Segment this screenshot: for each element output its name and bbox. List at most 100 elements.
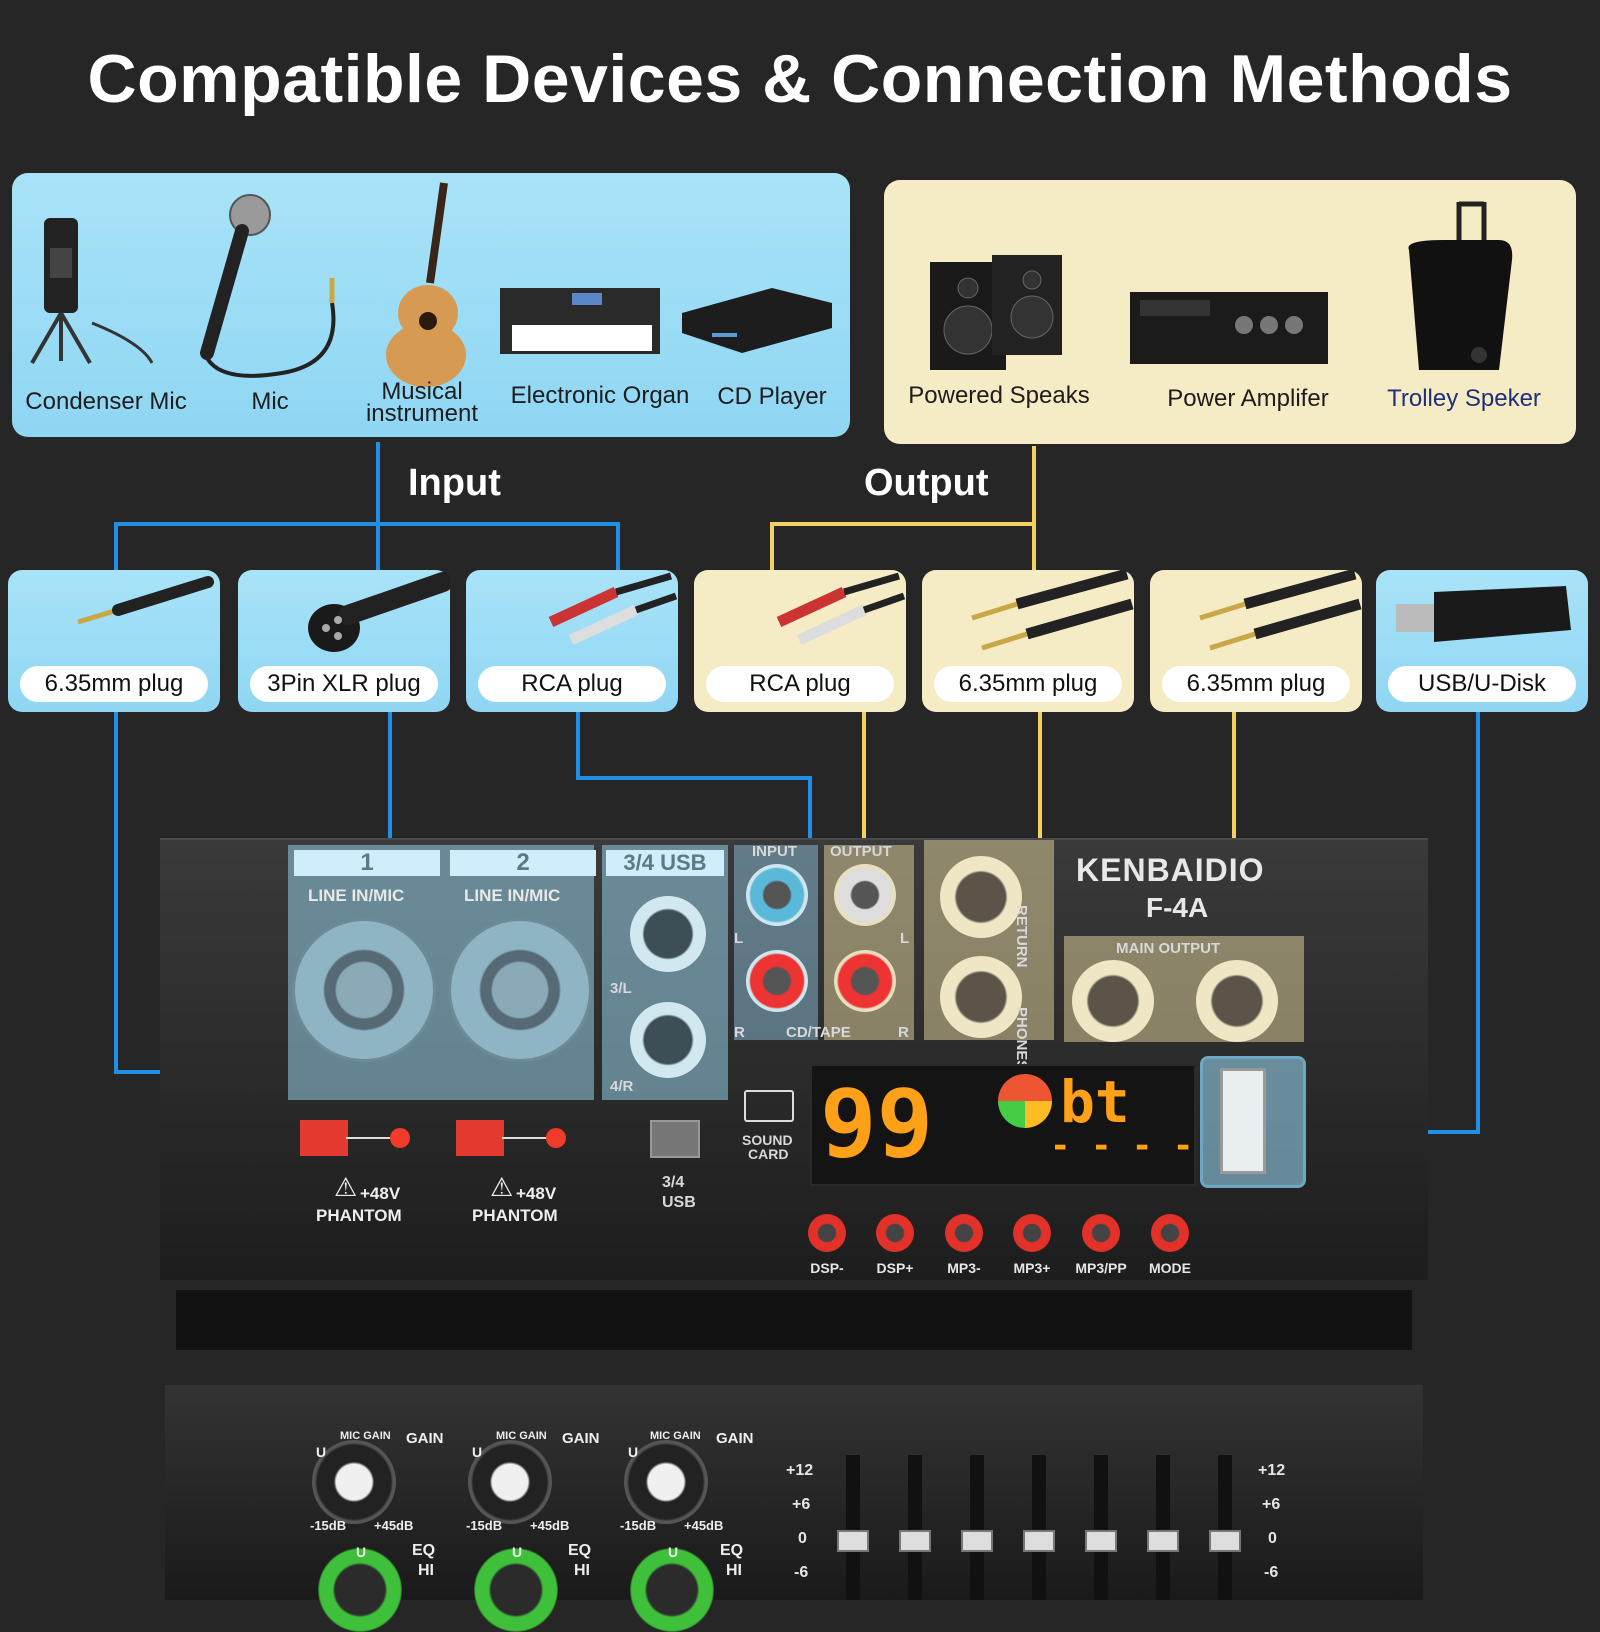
input-devices-illustration <box>30 182 832 387</box>
output-section-label: Output <box>864 462 989 504</box>
plug-label: 3Pin XLR plug <box>250 666 438 702</box>
hi-label-2: HI <box>574 1562 590 1579</box>
eq-label-1: EQ <box>412 1542 436 1559</box>
mp3-plus-button[interactable] <box>1013 1214 1051 1252</box>
phantom-voltage-2: +48V <box>516 1184 557 1203</box>
mic-gain-label-3: MIC GAIN <box>650 1430 701 1442</box>
phantom-switch-2[interactable] <box>456 1120 504 1156</box>
mp3-play-pause-button[interactable] <box>1082 1214 1120 1252</box>
combo-jack-1[interactable] <box>292 918 436 1062</box>
plug-card-635mm-output-1: 6.35mm plug <box>922 570 1134 712</box>
page-title: Compatible Devices & Connection Methods <box>87 41 1513 117</box>
rca-input-left[interactable] <box>746 864 808 926</box>
gain-label-1: GAIN <box>406 1430 444 1447</box>
eq-hi-knob-1[interactable] <box>318 1548 402 1632</box>
eq-fader-5[interactable] <box>1085 1530 1117 1552</box>
rca-output-left[interactable] <box>834 864 896 926</box>
gain-knob-2[interactable] <box>468 1440 552 1524</box>
plug-label: 6.35mm plug <box>934 666 1122 702</box>
scale-right-0: 0 <box>1268 1530 1277 1547</box>
mp3-minus-button[interactable] <box>945 1214 983 1252</box>
eq-fader-track-7 <box>1218 1455 1232 1600</box>
gain-u-label-3: U <box>628 1444 639 1460</box>
gain-label-2: GAIN <box>562 1430 600 1447</box>
gain-u-label-1: U <box>316 1444 327 1460</box>
gain-knob-1[interactable] <box>312 1440 396 1524</box>
dual-635mm-plug-icon <box>971 570 1134 651</box>
eq-fader-track-4 <box>1032 1455 1046 1600</box>
gain-u-label-2: U <box>472 1444 483 1460</box>
main-output-right-jack[interactable] <box>1196 960 1278 1042</box>
bluetooth-status-icon <box>998 1074 1052 1128</box>
gain-knob-3[interactable] <box>624 1440 708 1524</box>
phones-jack[interactable] <box>940 956 1022 1038</box>
scale-right-plus12: +12 <box>1258 1462 1286 1479</box>
mode-label: MODE <box>1149 1260 1191 1276</box>
power-amplifier-icon <box>1130 292 1328 364</box>
eq-fader-1[interactable] <box>837 1530 869 1552</box>
input-devices-panel: Condenser Mic Mic Musical instrument Ele… <box>12 173 850 437</box>
eq-fader-3[interactable] <box>961 1530 993 1552</box>
return-jack[interactable] <box>940 856 1022 938</box>
usb-source-switch[interactable] <box>650 1120 700 1158</box>
eq-label-2: EQ <box>568 1542 592 1559</box>
plug-label: 6.35mm plug <box>20 666 208 702</box>
guitar-icon <box>386 182 466 387</box>
mode-button[interactable] <box>1151 1214 1189 1252</box>
dsp-plus-label: DSP+ <box>876 1260 914 1276</box>
mixer-shadow <box>176 1290 1412 1350</box>
plug-label: RCA plug <box>478 666 666 702</box>
eq-hi-knob-3[interactable] <box>630 1548 714 1632</box>
combo-jack-2[interactable] <box>448 918 592 1062</box>
eq-fader-6[interactable] <box>1147 1530 1179 1552</box>
gain-max-1: +45dB <box>374 1518 414 1533</box>
jack-3l[interactable] <box>630 896 706 972</box>
switch-34-label: 3/4 <box>662 1174 685 1191</box>
card-label: CARD <box>748 1146 789 1162</box>
phantom-led-line-1 <box>346 1137 396 1139</box>
main-output-left-jack[interactable] <box>1072 960 1154 1042</box>
ch4-label: 4/R <box>610 1078 634 1095</box>
gain-min-1: -15dB <box>310 1518 347 1533</box>
dual-635mm-plug-icon <box>1199 570 1362 651</box>
dsp-minus-button[interactable] <box>808 1214 846 1252</box>
main-output-label: MAIN OUTPUT <box>1116 940 1221 957</box>
channel-2-number: 2 <box>450 850 596 876</box>
eq-fader-track-3 <box>970 1455 984 1600</box>
cd-tape-label: CD/TAPE <box>786 1024 851 1041</box>
hi-label-3: HI <box>726 1562 742 1579</box>
rca-r-label: R <box>734 1024 745 1041</box>
device-label-powered-speaks: Powered Speaks <box>908 382 1090 409</box>
mic-gain-label-1: MIC GAIN <box>340 1430 391 1442</box>
handheld-mic-icon <box>200 194 336 378</box>
laptop-icon <box>744 1090 794 1122</box>
phantom-switch-1[interactable] <box>300 1120 348 1156</box>
rca-input-right[interactable] <box>746 950 808 1012</box>
plug-card-usb: USB/U-Disk <box>1376 570 1588 712</box>
eq-fader-7[interactable] <box>1209 1530 1241 1552</box>
eq-fader-4[interactable] <box>1023 1530 1055 1552</box>
rca-output-right[interactable] <box>834 950 896 1012</box>
eq-fader-track-1 <box>846 1455 860 1600</box>
dsp-minus-label: DSP- <box>810 1260 844 1276</box>
warning-icon: ⚠ <box>490 1172 514 1202</box>
eq-hi-knob-2[interactable] <box>474 1548 558 1632</box>
jack-4r[interactable] <box>630 1002 706 1078</box>
display-mode: bt <box>1060 1068 1130 1136</box>
device-label-electronic-organ: Electronic Organ <box>510 382 690 409</box>
cd-input-label: INPUT <box>752 843 797 860</box>
display-dashes: - - - - <box>1050 1126 1194 1166</box>
gain-max-3: +45dB <box>684 1518 724 1533</box>
channel-2-label: LINE IN/MIC <box>464 886 561 905</box>
channel-1-number: 1 <box>294 850 440 876</box>
scale-left-minus6: -6 <box>794 1564 809 1581</box>
plug-card-635mm-output-2: 6.35mm plug <box>1150 570 1362 712</box>
usb-port[interactable] <box>1220 1068 1266 1174</box>
sound-label: SOUND <box>742 1132 793 1148</box>
phantom-label-2: PHANTOM <box>472 1206 558 1225</box>
device-label-trolley-speker: Trolley Speker <box>1387 385 1541 412</box>
eq-u-label-3: U <box>668 1544 679 1560</box>
eq-fader-2[interactable] <box>899 1530 931 1552</box>
studio-monitors-icon <box>930 255 1062 370</box>
dsp-plus-button[interactable] <box>876 1214 914 1252</box>
